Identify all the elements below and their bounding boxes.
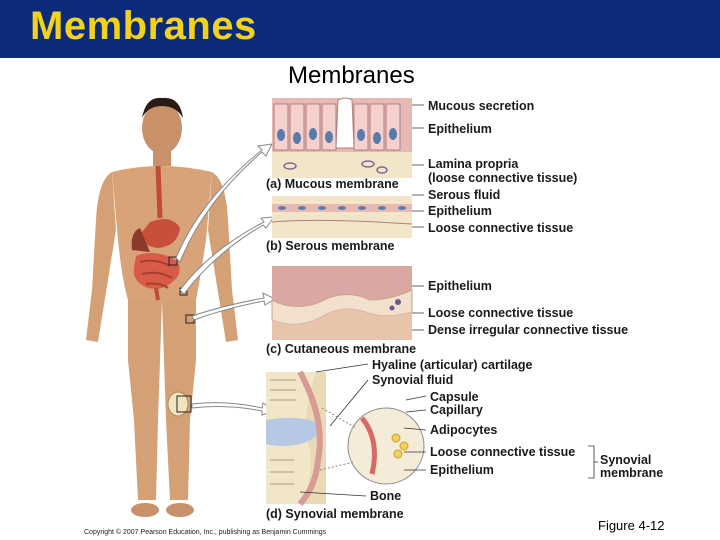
label-loose-connective-c: Loose connective tissue <box>428 306 573 320</box>
slide-subtitle: Membranes <box>288 62 415 89</box>
panel-a-labels: Mucous secretion Epithelium Lamina propr… <box>266 99 577 191</box>
human-body-illustration <box>86 97 238 517</box>
label-dense-irregular: Dense irregular connective tissue <box>428 323 628 337</box>
synovial-membrane-illustration <box>266 370 425 506</box>
cutaneous-membrane-illustration <box>271 266 413 340</box>
callout-arrows <box>175 143 277 416</box>
panel-b-labels: Serous fluid Epithelium Loose connective… <box>266 188 573 253</box>
copyright-text: Copyright © 2007 Pearson Education, Inc.… <box>84 529 327 536</box>
slide-title: Membranes <box>30 4 257 48</box>
serous-membrane-illustration <box>271 196 413 238</box>
label-epithelium-d: Epithelium <box>430 463 494 477</box>
label-capsule: Capsule <box>430 390 479 404</box>
label-epithelium-c: Epithelium <box>428 279 492 293</box>
mucous-membrane-illustration <box>272 97 412 178</box>
label-loose-connective-d: Loose connective tissue <box>430 445 575 459</box>
caption-cutaneous-membrane: (c) Cutaneous membrane <box>266 342 416 356</box>
label-epithelium-a: Epithelium <box>428 122 492 136</box>
label-synovial-membrane-bracket-1: Synovial <box>600 453 651 467</box>
title-bar: Membranes <box>0 0 720 58</box>
label-lamina-propria-detail: (loose connective tissue) <box>428 171 577 185</box>
panel-c-labels: Epithelium Loose connective tissue Dense… <box>266 279 628 356</box>
label-adipocytes: Adipocytes <box>430 423 497 437</box>
label-mucous-secretion: Mucous secretion <box>428 99 534 113</box>
label-loose-connective-b: Loose connective tissue <box>428 221 573 235</box>
figure-reference: Figure 4-12 <box>598 518 665 533</box>
label-synovial-membrane-bracket-2: membrane <box>600 466 663 480</box>
label-lamina-propria: Lamina propria <box>428 157 519 171</box>
label-hyaline-cartilage: Hyaline (articular) cartilage <box>372 358 533 372</box>
label-bone: Bone <box>370 489 401 503</box>
label-capillary: Capillary <box>430 403 483 417</box>
caption-serous-membrane: (b) Serous membrane <box>266 239 395 253</box>
caption-mucous-membrane: (a) Mucous membrane <box>266 177 399 191</box>
leader-lines <box>299 104 598 497</box>
label-serous-fluid: Serous fluid <box>428 188 500 202</box>
label-synovial-fluid: Synovial fluid <box>372 373 453 387</box>
label-epithelium-b: Epithelium <box>428 204 492 218</box>
panel-d-labels: Hyaline (articular) cartilage Synovial f… <box>266 358 663 521</box>
caption-synovial-membrane: (d) Synovial membrane <box>266 507 404 521</box>
